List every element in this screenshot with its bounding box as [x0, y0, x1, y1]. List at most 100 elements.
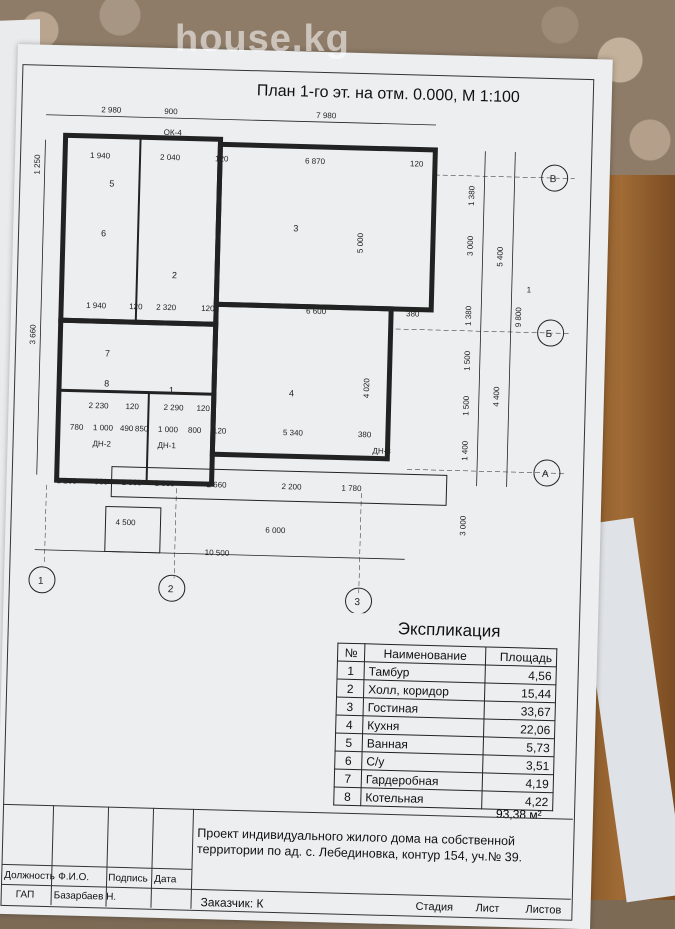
dim-right-8: 1 500 — [461, 395, 471, 416]
axis-marker-v — [541, 164, 569, 192]
row-area: 4,19 — [482, 772, 554, 793]
dim-base-5: 1 000 — [158, 425, 179, 435]
row-area: 5,73 — [483, 736, 555, 757]
header-num: № — [337, 643, 365, 662]
stamp-role: ГАП — [15, 889, 35, 901]
watermark: house.kg — [175, 18, 350, 60]
dim-left-4: 3 660 — [28, 324, 38, 345]
dim-mid-1: 1 940 — [86, 301, 107, 311]
dim-out-6: 2 200 — [281, 482, 302, 492]
row-num: 6 — [334, 751, 363, 770]
explication-title: Экспликация — [397, 619, 501, 641]
dim-right-2: 3 000 — [466, 235, 476, 256]
dim-right-6: 1 500 — [463, 350, 473, 371]
partition-wall-2 — [134, 137, 142, 323]
dim-base-6: 800 — [188, 426, 202, 435]
dim-porch-3: 10 500 — [205, 548, 230, 558]
dim-base-8: 5 340 — [283, 428, 304, 438]
room-7-label: 7 — [105, 348, 110, 358]
row-num: 7 — [334, 769, 362, 788]
dim-out-4: 1 000 — [154, 479, 175, 489]
dim-right-5: 1 380 — [464, 305, 474, 326]
dim-base-4: 850 — [135, 424, 149, 433]
stamp-sheets: Листов — [525, 903, 562, 917]
dim-inner-4: 6 870 — [305, 157, 326, 167]
dim-base-3: 490 — [120, 424, 134, 433]
dim-mid-6: 380 — [406, 309, 420, 318]
row-num: 2 — [336, 679, 364, 698]
opening-dn1: ДН-1 — [157, 441, 176, 450]
drawing-sheet: План 1-го эт. на отм. 0.000, М 1:100 — [0, 44, 613, 929]
dim-top-2: 900 — [164, 107, 178, 116]
dim-inner-2: 2 040 — [160, 153, 181, 163]
row-num: 8 — [333, 787, 362, 806]
dim-base-7: 120 — [213, 426, 227, 435]
row-area: 3,51 — [482, 754, 555, 775]
dim-mid-5: 6 600 — [306, 307, 327, 317]
row-num: 3 — [336, 697, 364, 716]
dim-top-1: 2 980 — [101, 105, 122, 115]
row-area: 33,67 — [483, 700, 556, 721]
axis-2-label: 2 — [168, 584, 174, 595]
axis-b-label: Б — [545, 329, 552, 340]
kitchen-wall — [209, 301, 394, 462]
row-name: Котельная — [360, 787, 483, 809]
dim-base-9: 380 — [358, 430, 372, 439]
room-3-label: 3 — [293, 223, 298, 233]
axis-marker-1 — [28, 566, 56, 594]
stamp-sheet: Лист — [475, 902, 500, 915]
row-num: 4 — [335, 715, 364, 734]
dim-out-3: 1 060 — [121, 478, 142, 488]
dim-out-5: 2 660 — [206, 480, 227, 490]
axis-marker-b — [537, 319, 565, 347]
dim-base-1: 780 — [70, 422, 84, 431]
dim-lower-4: 120 — [196, 404, 210, 413]
floor-plan: 2 980 900 7 980 1 940 2 040 120 6 870 12… — [28, 105, 575, 615]
dim-right-9: 1 400 — [460, 440, 470, 461]
axis-1-label: 1 — [38, 576, 44, 587]
partition-wall-3 — [145, 392, 150, 483]
stamp-customer: Заказчик: К — [200, 895, 264, 911]
axis-marker-a — [533, 459, 561, 487]
dim-lower-1: 2 230 — [88, 401, 109, 411]
row-area: 4,56 — [484, 664, 557, 685]
porch-steps — [104, 505, 162, 554]
axis-v-label: В — [549, 174, 556, 185]
partition-wall — [58, 388, 214, 396]
dim-right-7: 4 400 — [492, 386, 502, 407]
room-1-label: 1 — [169, 385, 174, 395]
dim-porch-1: 4 500 — [115, 518, 136, 528]
dim-right-3: 5 400 — [495, 246, 505, 267]
row-area: 15,44 — [484, 682, 556, 703]
total-area: 93,38 м² — [495, 806, 542, 822]
dim-porch-2: 6 000 — [265, 526, 286, 536]
dim-right-10: 3 000 — [458, 515, 468, 536]
room-4-label: 4 — [289, 388, 294, 398]
dim-inner-v1: 5 000 — [356, 232, 366, 253]
stamp-person-name: Базарбаев Н. — [53, 890, 117, 903]
row-area: 22,06 — [483, 718, 555, 739]
opening-ok4: ОК-4 — [164, 128, 183, 137]
dim-out-1: 1 260 — [56, 476, 77, 486]
dim-right-1: 1 380 — [467, 185, 477, 206]
axis-marker-2 — [158, 574, 186, 602]
dim-inner-v2: 4 020 — [362, 378, 372, 399]
terrace — [110, 466, 448, 506]
row-num: 1 — [336, 661, 365, 680]
dim-out-2: 900 — [94, 477, 108, 486]
room-2-label: 2 — [172, 270, 177, 280]
dim-top-3: 7 980 — [316, 111, 337, 121]
stamp-header-date: Дата — [154, 873, 177, 886]
room-8-label: 8 — [104, 378, 109, 388]
axis-mark: 1 — [527, 285, 532, 294]
header-area: Площадь — [485, 646, 557, 667]
opening-dn2: ДН-2 — [92, 439, 111, 448]
stamp-header-position: Должность — [4, 869, 55, 883]
axis-a-label: А — [542, 469, 549, 480]
dim-out-7: 1 780 — [341, 484, 362, 494]
dim-right-4: 9 800 — [514, 307, 524, 328]
dim-base-2: 1 000 — [93, 423, 114, 433]
dim-mid-2: 120 — [129, 302, 143, 311]
dim-inner-1: 1 940 — [90, 151, 111, 161]
